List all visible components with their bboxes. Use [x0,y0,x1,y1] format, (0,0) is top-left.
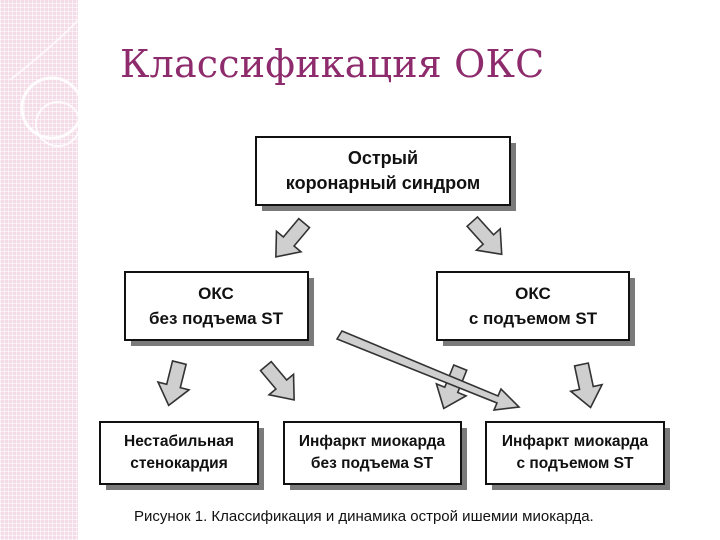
box-acute-coronary-syndrome: Острый коронарный синдром [255,136,511,206]
box-bottom-left-line1: Нестабильная [124,433,234,450]
box-top-line2: коронарный синдром [286,173,480,193]
box-top-line1: Острый [348,148,418,168]
box-bottom-right-line1: Инфаркт миокарда [502,433,649,450]
decorative-circles [9,19,78,147]
box-left-mid-line1: ОКС [198,284,234,303]
box-bottom-center-line2: без подъема ST [311,455,434,472]
arrow-left-to-infarct-no-st [252,355,308,411]
arrow-top-to-left [262,212,318,268]
box-infarct-with-st: Инфаркт миокарда с подъемом ST [485,421,665,485]
arrow-left-to-unstable [152,357,196,411]
box-acs-without-st: ОКС без подъема ST [124,271,309,341]
box-bottom-right-line2: с подъемом ST [516,455,634,472]
figure-caption: Рисунок 1. Классификация и динамика остр… [134,508,594,525]
box-bottom-left-line2: стенокардия [130,455,228,472]
slide-title: Классификация ОКС [120,42,545,86]
box-unstable-angina: Нестабильная стенокардия [99,421,259,485]
box-right-mid-line1: ОКС [515,284,551,303]
box-infarct-without-st: Инфаркт миокарда без подъема ST [283,421,462,485]
arrow-right-to-infarct-st [564,360,608,412]
box-acs-with-st: ОКС с подъемом ST [436,271,630,341]
box-right-mid-line2: с подъемом ST [469,309,598,328]
arrow-diagonal-to-infarct-st [335,330,521,411]
arrow-top-to-right [459,210,515,266]
box-bottom-center-line1: Инфаркт миокарда [299,433,446,450]
box-left-mid-line2: без подъема ST [149,309,284,328]
decorative-side-stripe [0,0,78,540]
